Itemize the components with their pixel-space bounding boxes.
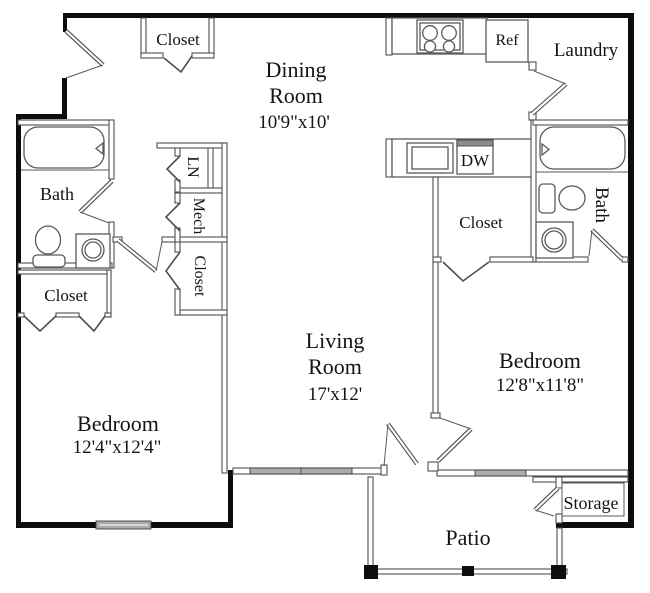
living-room-dimensions: 17'x12' (308, 384, 362, 405)
kitchen-closet-label: Closet (459, 213, 503, 232)
bath-left: Bath (17, 119, 115, 269)
bifold-door-icon (23, 315, 57, 333)
linen-door-icon (165, 155, 181, 183)
sink-icon (75, 233, 111, 269)
storage-label: Storage (564, 493, 619, 513)
patio: Patio (364, 476, 568, 579)
bedroom-right: Bedroom 12'8"x11'8" (427, 348, 629, 477)
linen-closet-label: LN (184, 156, 201, 178)
storage-door (533, 486, 560, 517)
patio-door (383, 422, 419, 467)
bath-left-door (78, 179, 114, 224)
bath-right: Bath (530, 119, 629, 263)
living-room: Living Room 17'x12' (232, 328, 419, 476)
laundry-room: Laundry (528, 40, 619, 121)
mech-closet-label: Mech (190, 198, 207, 234)
bedroom-right-door (436, 417, 473, 463)
toilet-icon (32, 225, 66, 268)
bathtub-icon (23, 126, 105, 169)
bath-left-label: Bath (40, 184, 74, 204)
bedroom-left-door (116, 238, 163, 273)
bedroom-right-dimensions: 12'8"x11'8" (496, 375, 584, 396)
mech-door-icon (164, 202, 181, 232)
window (95, 520, 152, 530)
dining-room: Dining Room 10'9"x10' (258, 57, 330, 133)
bifold-door-icon (163, 55, 193, 74)
hall-closet-column: LN Mech Closet (112, 142, 228, 474)
dining-room-label2: Room (269, 83, 323, 108)
toilet-icon (538, 183, 586, 214)
bathtub-icon (539, 126, 626, 170)
hall-closet-label: Closet (191, 256, 208, 297)
dishwasher-icon: DW (456, 139, 494, 175)
living-room-label2: Room (308, 354, 362, 379)
storage-room: Storage (532, 476, 629, 524)
bedroom-right-label: Bedroom (499, 348, 581, 373)
bath-right-door (588, 228, 624, 261)
bedroom-left: Bedroom 12'4"x12'4" (73, 411, 162, 458)
refrigerator-icon: Ref (485, 19, 529, 63)
dishwasher-label: DW (461, 151, 490, 170)
dining-room-dimensions: 10'9"x10' (258, 112, 330, 133)
patio-post (462, 566, 474, 576)
entry-closet-label: Closet (156, 30, 200, 49)
bifold-door-icon (78, 315, 106, 333)
patio-post (364, 565, 378, 579)
bedroom-left-closet-label: Closet (44, 286, 88, 305)
laundry-label: Laundry (554, 40, 619, 61)
entry-closet: Closet (140, 17, 215, 74)
kitchen-sink-icon (406, 142, 454, 174)
entry-door (64, 29, 105, 79)
kitchen: Ref DW (385, 17, 533, 178)
bedroom-left-label: Bedroom (77, 411, 159, 436)
patio-label: Patio (445, 525, 490, 550)
laundry-door (530, 70, 568, 116)
living-room-label: Living (306, 328, 365, 353)
patio-post (551, 565, 566, 579)
window (474, 469, 527, 477)
bifold-door-icon (442, 261, 490, 283)
stove-icon (416, 19, 464, 54)
bedroom-left-closet: Closet (17, 269, 112, 333)
dining-room-label: Dining (265, 57, 326, 82)
bedroom-left-dimensions: 12'4"x12'4" (73, 437, 162, 458)
refrigerator-label: Ref (495, 32, 519, 49)
sink-icon (535, 221, 574, 259)
bath-right-label: Bath (591, 187, 612, 223)
hall-closet-door-icon (165, 251, 181, 291)
